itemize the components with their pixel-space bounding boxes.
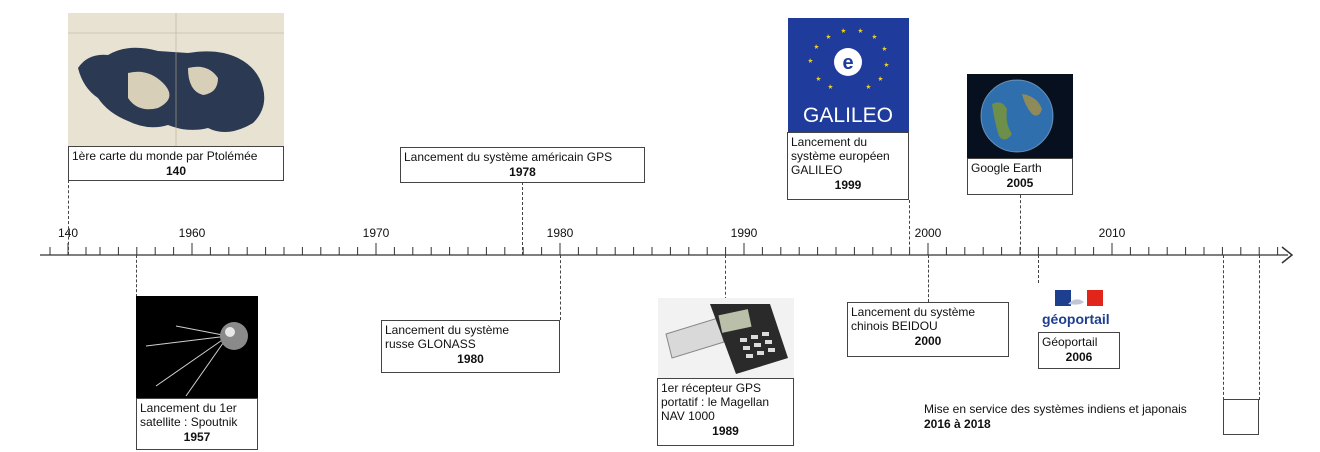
event-text-inde-japon: Mise en service des systèmes indiens et … <box>924 402 1220 432</box>
event-year: 2005 <box>1006 176 1034 190</box>
event-box-gps: Lancement du système américain GPS 1978 <box>400 147 645 183</box>
connector-glonass <box>560 255 561 320</box>
ancient-world-map-image <box>68 13 284 146</box>
axis-arrow-icon <box>1281 246 1294 264</box>
connector-google-earth <box>1020 195 1021 255</box>
event-year: 1980 <box>457 352 484 366</box>
event-label: Lancement du système européen GALILEO <box>791 135 890 177</box>
event-box-empty <box>1223 399 1259 435</box>
event-year: 2006 <box>1065 350 1093 364</box>
sputnik-satellite-image <box>136 296 258 398</box>
connector-spoutnik <box>136 255 137 297</box>
event-year: 2016 à 2018 <box>924 417 991 431</box>
event-label: 1er récepteur GPS portatif : le Magellan… <box>661 381 770 423</box>
event-box-ptolemee: 1ère carte du monde par Ptolémée 140 <box>68 146 284 181</box>
event-label: Google Earth <box>971 161 1042 175</box>
event-label: 1ère carte du monde par Ptolémée <box>72 149 258 163</box>
event-box-google-earth: Google Earth 2005 <box>967 158 1073 195</box>
event-box-beidou: Lancement du système chinois BEIDOU 2000 <box>847 302 1009 357</box>
gps-receiver-image <box>658 298 794 378</box>
connector-japon <box>1259 255 1260 400</box>
connector-gps <box>522 182 523 255</box>
event-label: Lancement du système chinois BEIDOU <box>851 305 976 333</box>
event-box-magellan: 1er récepteur GPS portatif : le Magellan… <box>657 378 794 446</box>
event-label: Lancement du 1er satellite : Spoutnik <box>140 401 238 429</box>
event-year: 1978 <box>509 165 536 179</box>
tick-label-1970: 1970 <box>362 226 390 240</box>
event-year: 1999 <box>834 178 862 192</box>
connector-galileo <box>909 200 910 255</box>
connector-beidou <box>928 255 929 302</box>
tick-label-1960: 1960 <box>178 226 206 240</box>
event-year: 2000 <box>914 334 942 348</box>
event-box-galileo: Lancement du système européen GALILEO 19… <box>787 132 909 200</box>
event-label: Géoportail <box>1042 335 1098 349</box>
event-label: Lancement du système américain GPS <box>404 150 613 164</box>
tick-label-2010: 2010 <box>1098 226 1126 240</box>
galileo-logo-text: GALILEO <box>803 104 893 127</box>
event-label: Mise en service des systèmes indiens et … <box>924 402 1187 416</box>
event-year: 1989 <box>712 424 739 438</box>
connector-inde <box>1223 255 1224 400</box>
geoportail-logo: géoportail <box>1040 288 1120 332</box>
connector-ptolemee <box>68 180 69 255</box>
tick-label-1980: 1980 <box>546 226 574 240</box>
galileo-logo-letter: e <box>842 52 853 74</box>
event-box-glonass: Lancement du système russe GLONASS 1980 <box>381 320 560 373</box>
connector-geoportail <box>1038 255 1039 283</box>
event-box-geoportail: Géoportail 2006 <box>1038 332 1120 369</box>
earth-globe-image <box>967 74 1073 158</box>
tick-label-2000: 2000 <box>914 226 942 240</box>
galileo-logo: e GALILEO <box>788 18 909 132</box>
tick-label-1990: 1990 <box>730 226 758 240</box>
event-label: Lancement du système russe GLONASS <box>385 323 510 351</box>
geoportail-logo-text: géoportail <box>1042 311 1110 327</box>
event-year: 140 <box>165 164 187 178</box>
event-box-spoutnik: Lancement du 1er satellite : Spoutnik 19… <box>136 398 258 450</box>
connector-magellan <box>725 255 726 300</box>
event-year: 1957 <box>183 430 211 444</box>
